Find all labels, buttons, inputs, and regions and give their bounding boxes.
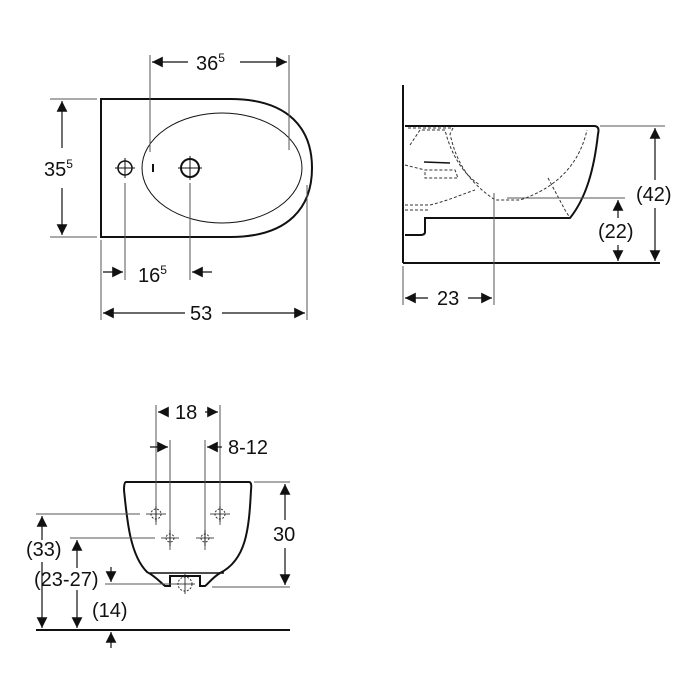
dim-hole-offset: 8-12 bbox=[228, 437, 268, 459]
side-view bbox=[402, 85, 665, 305]
dim-total-height: (42) bbox=[636, 184, 672, 206]
dim-hole-spacing-front: 18 bbox=[175, 402, 197, 424]
bowl-rim bbox=[141, 112, 303, 224]
bidet-outline-side bbox=[405, 125, 600, 236]
dim-bowl-height: 30 bbox=[273, 524, 295, 546]
dim-lower-holes-height: (23-27) bbox=[34, 569, 98, 591]
bidet-outline-front bbox=[122, 481, 253, 587]
dim-bowl-length: 365 bbox=[196, 51, 225, 75]
dim-total-width: 53 bbox=[190, 303, 212, 325]
dim-hole-spacing: 165 bbox=[138, 263, 167, 287]
dim-outlet-height-front: (14) bbox=[92, 600, 128, 622]
top-view bbox=[50, 55, 314, 320]
dim-upper-holes-height: (33) bbox=[26, 539, 62, 561]
side-view-labels: (42) (22) 23 bbox=[437, 184, 672, 310]
top-view-labels: 365 355 165 53 bbox=[44, 51, 225, 325]
front-view-labels: 18 8-12 30 (33) (23-27) (14) bbox=[26, 402, 295, 622]
dim-projection: 23 bbox=[437, 288, 459, 310]
dim-outlet-height: (22) bbox=[598, 221, 634, 243]
bidet-outline-top bbox=[100, 98, 314, 238]
front-view bbox=[36, 405, 291, 648]
dim-depth: 355 bbox=[44, 157, 73, 181]
